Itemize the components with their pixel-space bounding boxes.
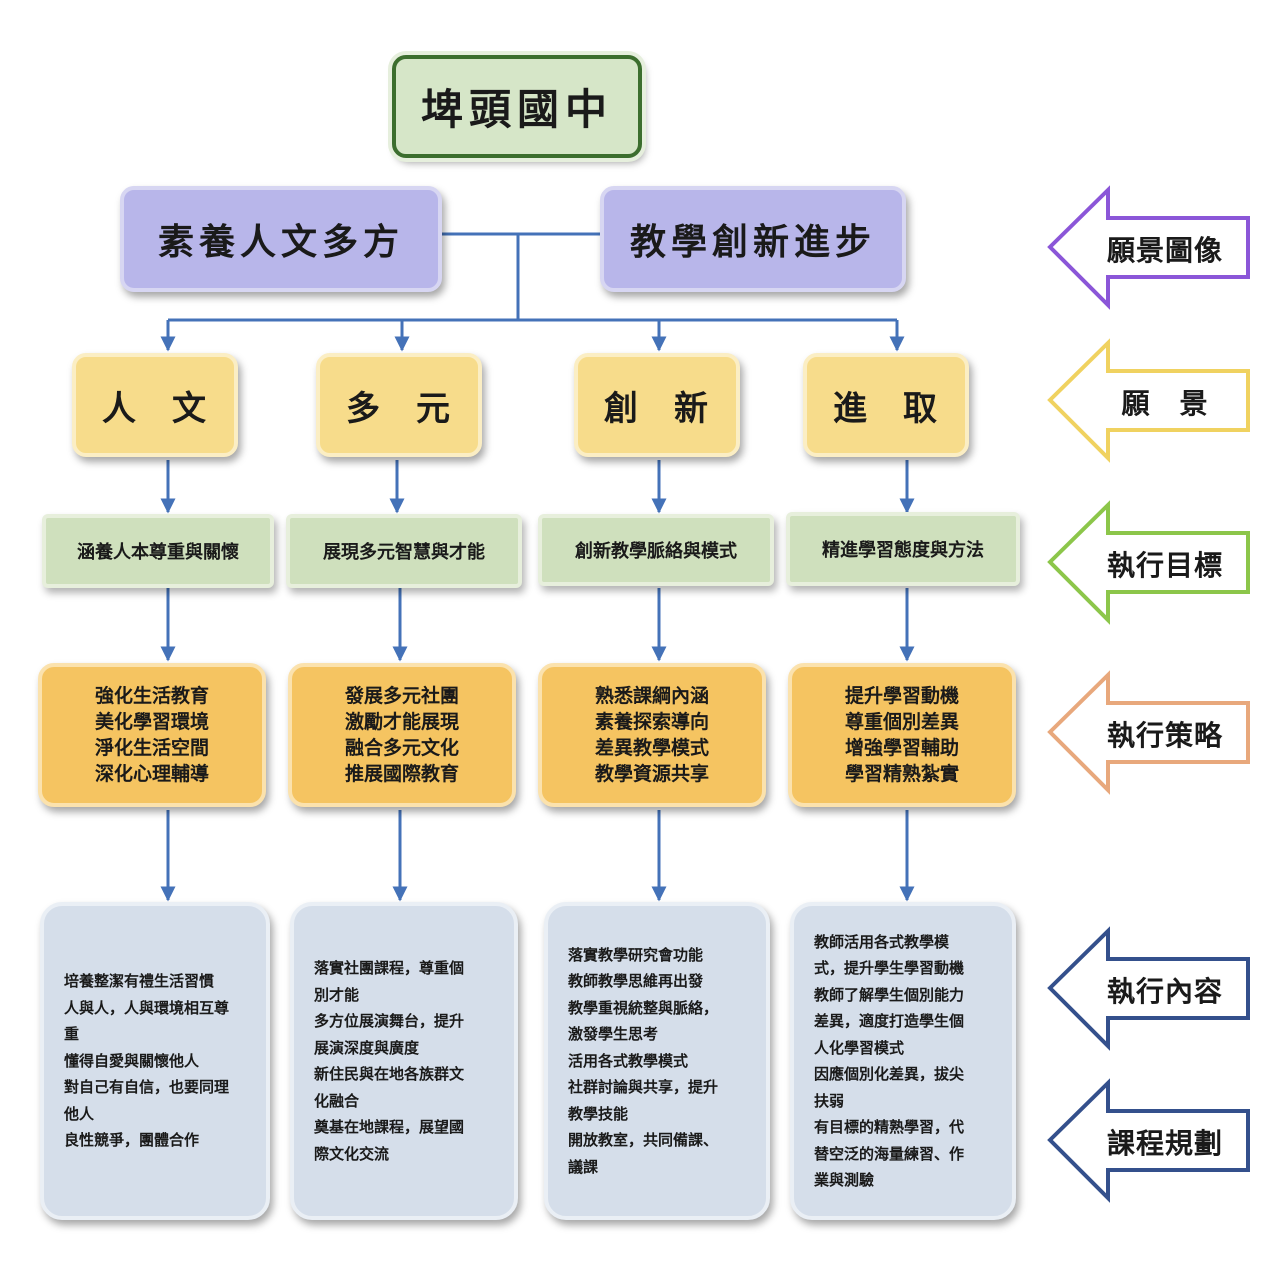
content-line: 差異，適度打造學生個	[814, 1012, 965, 1030]
goal-text-3: 創新教學脈絡與模式	[575, 541, 737, 562]
content-line: 議課	[568, 1157, 599, 1176]
vision-char: 元	[416, 388, 452, 429]
content-line: 激發學生思考	[568, 1025, 659, 1044]
content-box-3: 落實教學研究會功能 教師教學思維再出發 教學重視統整與脈絡， 激發學生思考 活用…	[544, 902, 770, 1220]
content-box-2: 落實社團課程，尊重個 別才能 多方位展演舞台，提升 展演深度與廣度 新住民與在地…	[290, 902, 518, 1220]
content-line: 懂得自愛與關懷他人	[64, 1051, 200, 1070]
label-strategy: 執行策略	[1106, 719, 1223, 752]
goal-box-2: 展現多元智慧與才能	[286, 514, 522, 588]
arrow-shape-goal	[1047, 500, 1250, 625]
goal-text-1: 涵養人本尊重與關懷	[77, 542, 239, 563]
content-line: 因應個別化差異，拔尖	[814, 1065, 965, 1083]
vision-char: 創	[604, 388, 640, 429]
content-line: 他人	[64, 1104, 95, 1123]
strategy-item: 融合多元文化	[344, 737, 459, 759]
strategy-item: 發展多元社團	[344, 685, 459, 707]
label-vision-image: 願景圖像	[1106, 234, 1223, 267]
arrow-shape-curriculum	[1047, 1078, 1250, 1203]
goal-box-3: 創新教學脈絡與模式	[538, 514, 774, 586]
strategy-box-3: 熟悉課綱內涵 素養探索導向 差異教學模式 教學資源共享	[538, 663, 766, 807]
strategy-item: 素養探索導向	[594, 711, 709, 733]
goal-text-4: 精進學習態度與方法	[822, 540, 984, 561]
content-line: 際文化交流	[314, 1144, 390, 1163]
content-line: 新住民與在地各族群文	[314, 1065, 465, 1083]
content-line: 展演深度與廣度	[314, 1038, 420, 1057]
content-line: 對自己有自信，也要同理	[64, 1078, 230, 1097]
goal-box-4: 精進學習態度與方法	[786, 512, 1020, 586]
label-content: 執行內容	[1106, 975, 1223, 1008]
strategy-item: 熟悉課綱內涵	[594, 685, 709, 707]
strategy-item: 推展國際教育	[344, 763, 459, 785]
content-line: 有目標的精熟學習，代	[814, 1118, 965, 1136]
goal-box-1: 涵養人本尊重與關懷	[42, 514, 274, 588]
vision-image-text-1: 素養人文多方	[157, 222, 404, 263]
strategy-item: 淨化生活空間	[94, 737, 209, 759]
vision-box-1: 人文	[72, 353, 238, 457]
content-line: 落實社團課程，尊重個	[314, 959, 465, 977]
content-line: 社群討論與共享，提升	[568, 1078, 719, 1097]
arrow-shape-vision-image	[1047, 185, 1250, 310]
school-title: 埤頭國中	[420, 85, 613, 134]
vision-image-box-1: 素養人文多方	[120, 186, 442, 292]
content-line: 教學重視統整與脈絡，	[568, 998, 719, 1017]
goal-text-2: 展現多元智慧與才能	[323, 542, 485, 563]
vision-image-text-2: 教學創新進步	[629, 222, 876, 263]
content-line: 奠基在地課程，展望國	[314, 1118, 465, 1136]
content-box-1: 培養整潔有禮生活習慣 人與人，人與環境相互尊 重 懂得自愛與關懷他人 對自己有自…	[40, 902, 270, 1220]
strategy-item: 深化心理輔導	[94, 763, 209, 785]
content-line: 教師活用各式教學模	[814, 932, 950, 951]
content-line: 式，提升學生學習動機	[814, 959, 965, 977]
arrow-shape-content	[1047, 926, 1250, 1051]
vision-char: 文	[172, 388, 208, 429]
strategy-item: 增強學習輔助	[844, 737, 959, 759]
arrow-shape-strategy	[1047, 670, 1250, 795]
strategy-box-1: 強化生活教育 美化學習環境 淨化生活空間 深化心理輔導	[38, 663, 266, 807]
content-line: 重	[64, 1025, 80, 1044]
content-line: 人化學習模式	[814, 1038, 905, 1057]
content-line: 多方位展演舞台，提升	[314, 1012, 465, 1030]
vision-char: 新	[674, 388, 710, 429]
content-line: 教師教學思維再出發	[568, 972, 704, 991]
label-vision: 願 景	[1121, 387, 1209, 420]
strategy-box-4: 提升學習動機 尊重個別差異 增強學習輔助 學習精熟紮實	[788, 663, 1016, 807]
content-line: 開放教室，共同備課、	[568, 1131, 719, 1150]
school-title-box: 埤頭國中	[392, 55, 642, 158]
strategy-item: 差異教學模式	[594, 737, 709, 759]
vision-image-box-2: 教學創新進步	[600, 186, 906, 292]
vision-char: 人	[102, 388, 138, 429]
strategy-item: 提升學習動機	[844, 685, 959, 707]
content-line: 扶弱	[814, 1091, 845, 1110]
content-line: 化融合	[314, 1091, 360, 1110]
label-goal: 執行目標	[1106, 549, 1223, 582]
content-line: 良性競爭，團體合作	[64, 1131, 200, 1150]
content-line: 替空泛的海量練習、作	[814, 1144, 965, 1163]
content-line: 人與人，人與環境相互尊	[64, 998, 230, 1017]
content-line: 培養整潔有禮生活習慣	[64, 972, 215, 991]
vision-box-2: 多元	[316, 353, 482, 457]
content-line: 教師了解學生個別能力	[814, 985, 965, 1004]
content-line: 別才能	[314, 985, 360, 1004]
vision-char: 進	[833, 388, 869, 429]
content-line: 活用各式教學模式	[568, 1051, 689, 1070]
vision-box-3: 創新	[574, 353, 740, 457]
strategy-item: 美化學習環境	[94, 711, 209, 733]
strategy-item: 學習精熟紮實	[844, 763, 959, 785]
content-line: 教學技能	[568, 1104, 629, 1123]
strategy-item: 尊重個別差異	[844, 711, 959, 733]
vision-box-4: 進取	[803, 353, 969, 457]
vision-char: 多	[346, 388, 382, 429]
label-curriculum: 課程規劃	[1106, 1127, 1223, 1160]
content-box-4: 教師活用各式教學模 式，提升學生學習動機 教師了解學生個別能力 差異，適度打造學…	[790, 902, 1016, 1220]
vision-char: 取	[903, 388, 939, 429]
strategy-box-2: 發展多元社團 激勵才能展現 融合多元文化 推展國際教育	[288, 663, 516, 807]
strategy-item: 教學資源共享	[594, 763, 709, 785]
strategy-item: 強化生活教育	[94, 685, 209, 707]
content-line: 業與測驗	[814, 1171, 875, 1189]
arrow-shape-vision	[1047, 338, 1250, 463]
strategy-item: 激勵才能展現	[344, 711, 459, 733]
content-line: 落實教學研究會功能	[568, 945, 704, 964]
